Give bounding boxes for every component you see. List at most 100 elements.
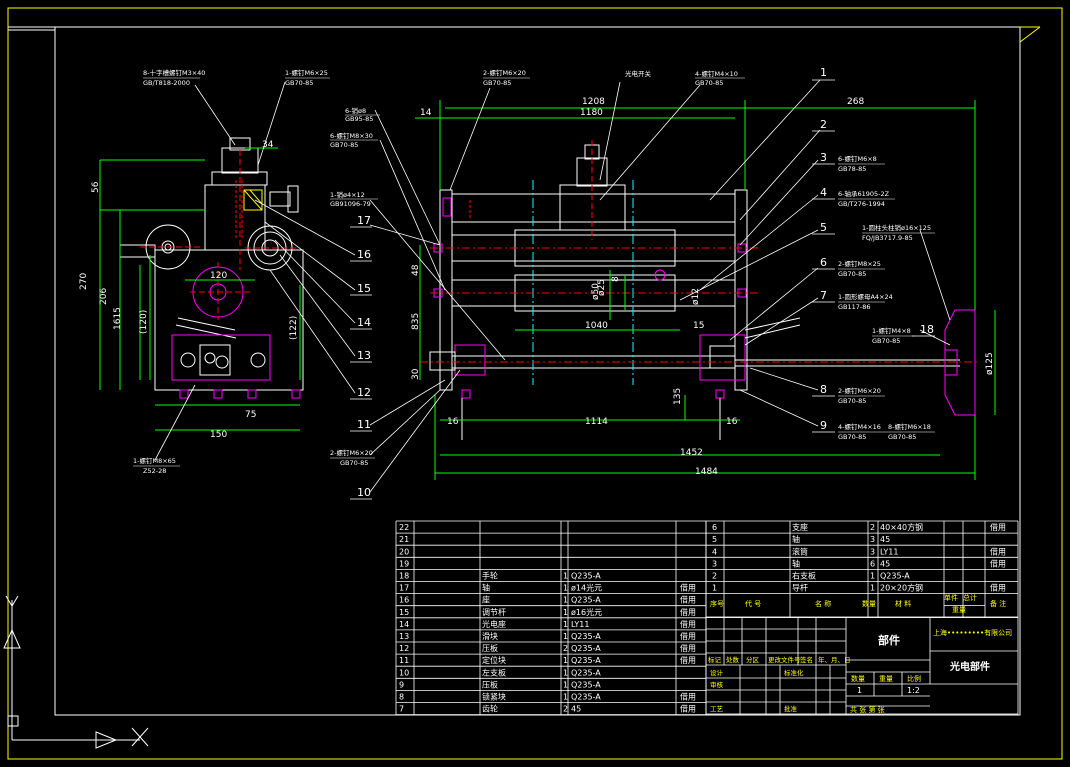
note-l2: GB70-85 <box>838 270 866 278</box>
bom-cell-no: 11 <box>399 656 409 665</box>
dim-48: 48 <box>411 264 421 276</box>
callout-underlines <box>350 79 935 500</box>
note-q1: 8-螺钉M6×18 <box>888 422 931 431</box>
title-company: 上海•••••••••有限公司 <box>933 628 1012 637</box>
note-n2: GB70-85 <box>872 337 900 345</box>
title-sign-5: 年、月、日 <box>818 655 851 664</box>
bom-cell-no: 9 <box>399 680 404 689</box>
callout-6: 6 <box>820 256 827 269</box>
bom-cell-name: 锁紧块 <box>482 692 506 702</box>
bom-cell-note: 借用 <box>990 583 1006 593</box>
bom-header-row: 序号 代 号 名 称 数量 材 料 单件 总计 重量 备 注 <box>710 593 1006 614</box>
note-g1: 6-螺钉M8×30 <box>330 131 373 140</box>
bom-cell-qty: 1 <box>563 596 568 605</box>
note-h2: GB91096-79 <box>330 200 371 208</box>
bom-cell-no: 3 <box>712 559 717 568</box>
bom-cell-name: 定位块 <box>482 655 506 665</box>
title-sign-1: 处数 <box>726 655 740 664</box>
bom-cell-material: LY11 <box>880 547 898 556</box>
callout-2: 2 <box>820 118 827 131</box>
note-s1: 1-螺钉M8×65 <box>133 456 176 465</box>
note-p1: 4-螺钉M4×16 <box>838 422 881 431</box>
bom-cell-note: 借用 <box>680 595 696 605</box>
dim-16-left: 16 <box>447 417 459 427</box>
bom-header-unit: 单件 <box>944 593 958 602</box>
title-block: 部件 上海•••••••••有限公司 光电部件 数量 重量 比例 1 1:2 共… <box>705 616 1019 715</box>
note-texts: 8-十字槽螺钉M3×40 GB/T818-2000 1-螺钉M6×25 GB70… <box>133 68 931 475</box>
bom-cell-no: 15 <box>399 608 409 617</box>
note-o2: GB70-85 <box>838 397 866 405</box>
note-f1: 6-销ø8 <box>345 106 366 115</box>
bom-header-qty: 数量 <box>862 599 876 608</box>
title-sign-0: 标记 <box>708 655 722 664</box>
bom-cell-no: 18 <box>399 572 409 581</box>
bom-cell-note: 借用 <box>990 522 1006 532</box>
bom-cell-qty: 1 <box>563 693 568 702</box>
note-l1: 2-螺钉M8×25 <box>838 259 881 268</box>
dim-56: 56 <box>91 181 101 193</box>
bom-cell-no: 5 <box>712 535 717 544</box>
bom-cell-no: 16 <box>399 596 409 605</box>
bom-cell-qty: 1 <box>870 584 875 593</box>
dim-dia25: ø25 <box>597 279 607 296</box>
callout-10: 10 <box>357 486 371 499</box>
note-h1: 1-销ø4×12 <box>330 190 365 199</box>
dim-34: 34 <box>262 140 274 150</box>
bom-cell-no: 10 <box>399 668 409 677</box>
bom-cell-material: Q235-A <box>571 680 601 689</box>
callout-14: 14 <box>357 316 371 329</box>
title-role-check: 审核 <box>710 680 724 689</box>
bom-cell-note: 借用 <box>680 643 696 653</box>
callout-9: 9 <box>820 419 827 432</box>
bom-cell-no: 13 <box>399 632 409 641</box>
bom-cell-note: 借用 <box>990 558 1006 568</box>
dim-1180: 1180 <box>580 108 603 118</box>
title-drawing-name: 光电部件 <box>949 660 990 673</box>
ucs-axis-icon <box>3 595 149 749</box>
dim-16-right: 16 <box>726 417 738 427</box>
note-g2: GB70-85 <box>330 141 358 149</box>
title-qty-value: 1 <box>857 686 862 695</box>
dim-150: 150 <box>210 430 227 440</box>
bom-header-name: 名 称 <box>815 599 831 608</box>
title-part-type: 部件 <box>878 633 900 647</box>
callout-1: 1 <box>820 66 827 79</box>
bom-cell-name: 座 <box>482 595 490 605</box>
dim-1114: 1114 <box>585 417 608 427</box>
note-i2: GB78-85 <box>838 165 866 173</box>
dim-120-ref: (120) <box>139 310 149 334</box>
bom-cell-no: 8 <box>399 693 404 702</box>
bom-cell-name: 轴 <box>792 534 800 544</box>
bom-header-remark: 备 注 <box>990 599 1006 608</box>
drawing-frame <box>7 7 1063 760</box>
dim-75: 75 <box>245 410 256 420</box>
dimension-texts: 1208 1180 268 14 34 56 270 206 1615 (120… <box>79 97 995 477</box>
callout-16: 16 <box>357 248 371 261</box>
bom-cell-name: 滑块 <box>482 631 498 641</box>
dim-120: 120 <box>210 271 227 281</box>
note-b1: 1-螺钉M6×25 <box>285 68 328 77</box>
bom-cell-no: 12 <box>399 644 409 653</box>
bom-cell-qty: 1 <box>563 668 568 677</box>
note-e2: GB70-85 <box>695 79 723 87</box>
bom-cell-material: Q235-A <box>571 572 601 581</box>
dim-1040: 1040 <box>585 321 608 331</box>
dim-268: 268 <box>847 97 864 107</box>
title-weight-label: 重量 <box>879 675 893 683</box>
leader-lines <box>154 79 951 493</box>
bom-cell-material: Q235-A <box>571 596 601 605</box>
dim-dia12: ø12 <box>691 288 701 305</box>
note-j2: GB/T276-1994 <box>838 200 885 208</box>
note-j1: 6-轴承61905-2Z <box>838 189 890 198</box>
bom-cell-qty: 2 <box>563 644 568 653</box>
bom-cell-material: Q235-A <box>571 668 601 677</box>
bom-cell-material: LY11 <box>571 620 589 629</box>
note-k1: 1-圆柱头柱销ø16×125 <box>862 223 931 232</box>
bom-cell-qty: 1 <box>563 620 568 629</box>
note-d1: 光电开关 <box>625 69 652 78</box>
bom-cell-material: ø16光元 <box>571 607 602 617</box>
dim-1452: 1452 <box>680 448 703 458</box>
dim-30: 30 <box>411 368 421 380</box>
bom-cell-qty: 3 <box>870 535 875 544</box>
